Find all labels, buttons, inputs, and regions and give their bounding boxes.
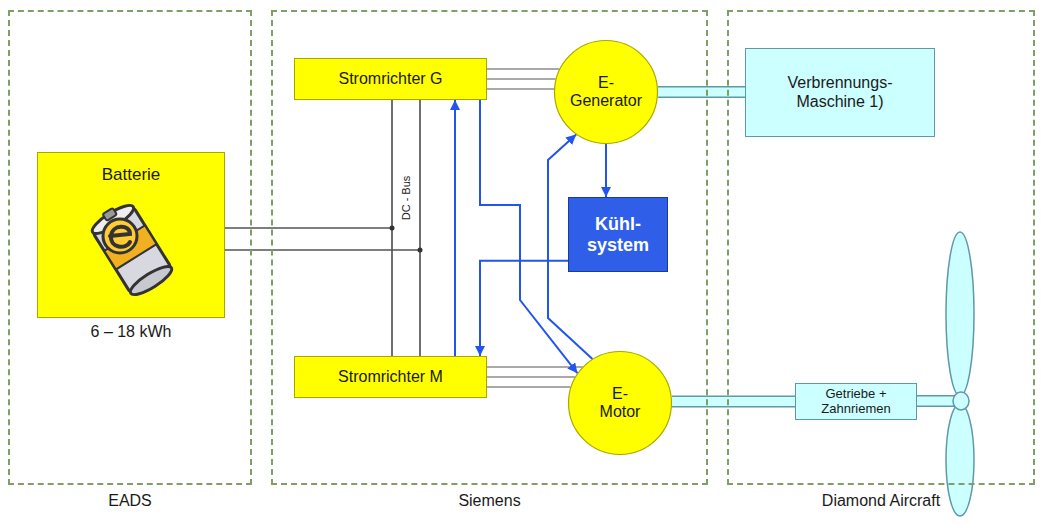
generator-circle: E- Generator xyxy=(554,40,658,144)
coolant-arrow xyxy=(606,144,607,197)
text-group: Stromrichter M xyxy=(338,368,443,386)
box-label: Stromrichter M xyxy=(338,368,443,386)
text-group: E- Generator xyxy=(566,74,646,111)
propeller-hub xyxy=(953,392,969,410)
power-wire xyxy=(487,69,559,89)
text-group: Stromrichter G xyxy=(338,70,442,88)
connector-path xyxy=(225,250,420,356)
partner-region: SiemensStromrichter GE- GeneratorKühl- s… xyxy=(271,10,708,485)
converter-box: Stromrichter M xyxy=(294,356,487,398)
box-label: Verbrennungs- Maschine 1) xyxy=(779,74,901,111)
propeller-blade xyxy=(946,404,974,516)
region-label: Siemens xyxy=(273,492,706,510)
converter-box: Stromrichter G xyxy=(294,58,487,100)
junction-dot xyxy=(418,248,423,253)
gearbox-box: Getriebe + Zahnriemen xyxy=(795,383,917,420)
box-label: Stromrichter G xyxy=(338,70,442,88)
text-group: Kühl- system xyxy=(582,214,654,255)
text-group: Getriebe + Zahnriemen xyxy=(806,387,906,417)
coolant-arrow xyxy=(480,261,568,356)
power-wire xyxy=(392,100,420,356)
connector-path xyxy=(419,100,420,356)
circle-fill xyxy=(555,41,658,144)
box-title: Batterie xyxy=(38,165,224,185)
shaft-link xyxy=(672,401,795,402)
box-label: E- Generator xyxy=(566,74,646,111)
text-group: E- Motor xyxy=(597,385,643,422)
bus-label: DC - Bus xyxy=(400,174,412,223)
connector-path xyxy=(605,144,607,197)
engine-box: Verbrennungs- Maschine 1) xyxy=(745,48,935,137)
region-label: Diamond Aircraft xyxy=(729,492,1033,510)
connector-path xyxy=(658,86,745,98)
power-wire xyxy=(225,228,420,356)
battery-logo-mark xyxy=(110,227,130,247)
battery-logo xyxy=(103,219,137,253)
circle-fill xyxy=(569,352,672,455)
connector-path xyxy=(480,261,568,356)
battery-bottom xyxy=(127,262,175,299)
motor-circle: E- Motor xyxy=(568,351,672,455)
connector-path xyxy=(487,88,554,89)
connector-path xyxy=(672,396,795,408)
connector-path xyxy=(658,88,745,97)
connector-path xyxy=(487,68,559,69)
shaft-link xyxy=(658,92,745,93)
connector-path xyxy=(487,386,571,387)
cooling-box: Kühl- system xyxy=(568,197,668,272)
connector-path xyxy=(487,366,582,367)
propeller-blade xyxy=(946,232,974,396)
coolant-arrow xyxy=(455,100,456,356)
battery-icon xyxy=(82,196,182,304)
text-group: Verbrennungs- Maschine 1) xyxy=(779,74,901,111)
connector-path xyxy=(487,78,556,79)
connector-path xyxy=(487,376,575,377)
box-label: Kühl- system xyxy=(582,214,654,255)
box-label: Getriebe + Zahnriemen xyxy=(806,387,906,417)
partner-region: Diamond AircraftVerbrennungs- Maschine 1… xyxy=(727,10,1035,485)
capacity-label: 6 – 18 kWh xyxy=(38,323,224,341)
connector-path xyxy=(672,397,795,406)
box-label: E- Motor xyxy=(597,385,643,422)
connector-path xyxy=(454,100,456,356)
junction-dot xyxy=(390,226,395,231)
region-label: EADS xyxy=(10,492,250,510)
power-wire xyxy=(487,367,582,387)
